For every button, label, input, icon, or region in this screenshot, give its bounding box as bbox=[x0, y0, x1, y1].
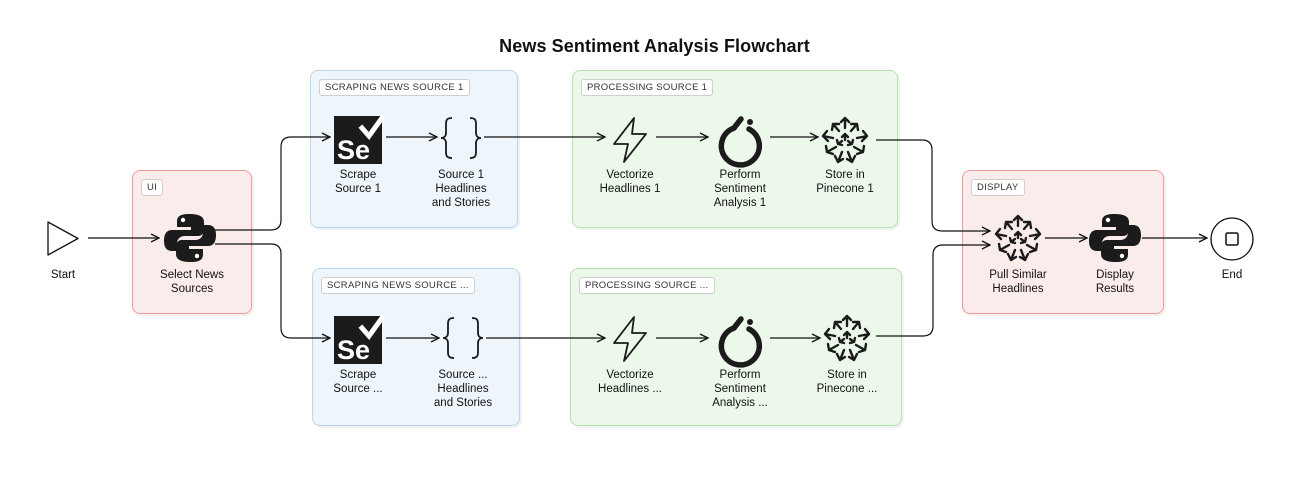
curly-braces-icon bbox=[442, 317, 484, 359]
selenium-icon bbox=[334, 116, 382, 165]
node-scrape-source-n-label: Scrape Source ... bbox=[333, 369, 383, 395]
group-ui-label: UI bbox=[141, 179, 164, 196]
node-headlines-n-label: Source ... Headlines and Stories bbox=[433, 369, 493, 409]
triangle-start-icon bbox=[47, 221, 79, 256]
pinecone-icon bbox=[821, 116, 869, 164]
group-scraping-source-n-label: SCRAPING NEWS SOURCE ... bbox=[321, 277, 475, 294]
node-store-1-label: Store in Pinecone 1 bbox=[816, 169, 874, 195]
group-processing-source-n: PROCESSING SOURCE ... bbox=[570, 268, 902, 426]
node-sentiment-n-label: Perform Sentiment Analysis ... bbox=[712, 369, 768, 409]
diagram-title: News Sentiment Analysis Flowchart bbox=[499, 36, 810, 56]
group-processing-source-n-label: PROCESSING SOURCE ... bbox=[579, 277, 715, 294]
stop-icon bbox=[1210, 217, 1254, 261]
group-display-label: DISPLAY bbox=[971, 179, 1025, 196]
edge-select-scrape2 bbox=[215, 243, 330, 338]
node-vectorize-n-label: Vectorize Headlines ... bbox=[598, 369, 662, 395]
selenium-icon bbox=[334, 316, 382, 365]
node-end-label: End bbox=[1221, 269, 1243, 281]
node-headlines-1-label: Source 1 Headlines and Stories bbox=[431, 169, 491, 209]
group-display: DISPLAY bbox=[962, 170, 1164, 314]
node-scrape-source-1-label: Scrape Source 1 bbox=[334, 169, 382, 195]
node-store-n-label: Store in Pinecone ... bbox=[816, 369, 878, 395]
pinecone-icon bbox=[823, 314, 871, 362]
lightning-icon bbox=[613, 117, 647, 163]
node-vectorize-1-label: Vectorize Headlines 1 bbox=[599, 169, 661, 195]
connectors bbox=[88, 137, 1207, 338]
python-icon bbox=[1089, 214, 1141, 262]
node-sentiment-1-label: Perform Sentiment Analysis 1 bbox=[713, 169, 767, 209]
edge-store2-pull bbox=[876, 245, 990, 337]
python-icon bbox=[164, 214, 216, 262]
edge-select-scrape1 bbox=[215, 137, 330, 231]
edge-store1-pull bbox=[876, 139, 990, 231]
curly-braces-icon bbox=[440, 117, 482, 159]
lightning-icon bbox=[613, 316, 647, 362]
node-select-news-sources-label: Select News Sources bbox=[160, 269, 224, 295]
group-scraping-source-1-label: SCRAPING NEWS SOURCE 1 bbox=[319, 79, 470, 96]
node-display-results-label: Display Results bbox=[1095, 269, 1135, 295]
pytorch-icon bbox=[721, 319, 759, 365]
pytorch-icon bbox=[721, 119, 759, 165]
node-pull-similar-label: Pull Similar Headlines bbox=[989, 269, 1047, 295]
pinecone-icon bbox=[994, 214, 1042, 262]
node-start-label: Start bbox=[50, 269, 76, 281]
group-processing-source-1-label: PROCESSING SOURCE 1 bbox=[581, 79, 714, 96]
